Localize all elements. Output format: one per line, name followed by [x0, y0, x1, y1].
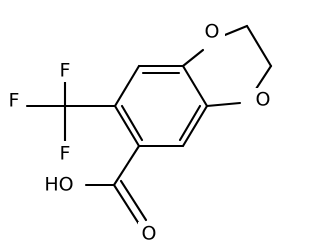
bond-c5-cooh — [112, 144, 141, 187]
atom-fluorine-top: F — [60, 60, 71, 82]
atom-oxygen-carbonyl: O — [142, 223, 157, 245]
atom-fluorine-bottom: F — [60, 143, 71, 165]
bond-c2-o-top — [181, 48, 205, 68]
bond-ring-c3-c4 — [181, 104, 209, 148]
bond-ch2-o-bottom — [252, 64, 273, 94]
bond-ring-double-right — [178, 104, 202, 142]
chemical-structure: O O F F F HO O — [8, 20, 273, 245]
bond-o-bottom-c3 — [205, 101, 242, 108]
atom-hydroxyl: HO — [44, 174, 73, 196]
bond-cooh-double-1 — [112, 183, 141, 226]
atom-oxygen-bottom: O — [256, 89, 271, 111]
atom-oxygen-top: O — [205, 21, 220, 43]
atom-fluorine-left: F — [9, 90, 20, 112]
bond-ch2-ch2 — [245, 24, 273, 68]
trifluoromethyl-group — [25, 80, 117, 147]
bond-ring-double-left — [120, 104, 144, 142]
carboxylic-acid-group — [84, 144, 148, 226]
bond-ring-c6-c1 — [113, 64, 141, 108]
bond-cooh-double-2 — [119, 179, 148, 222]
benzene-ring — [113, 64, 209, 148]
bond-ring-c5-c6 — [113, 104, 141, 148]
bond-ring-c2-c3 — [181, 64, 209, 108]
